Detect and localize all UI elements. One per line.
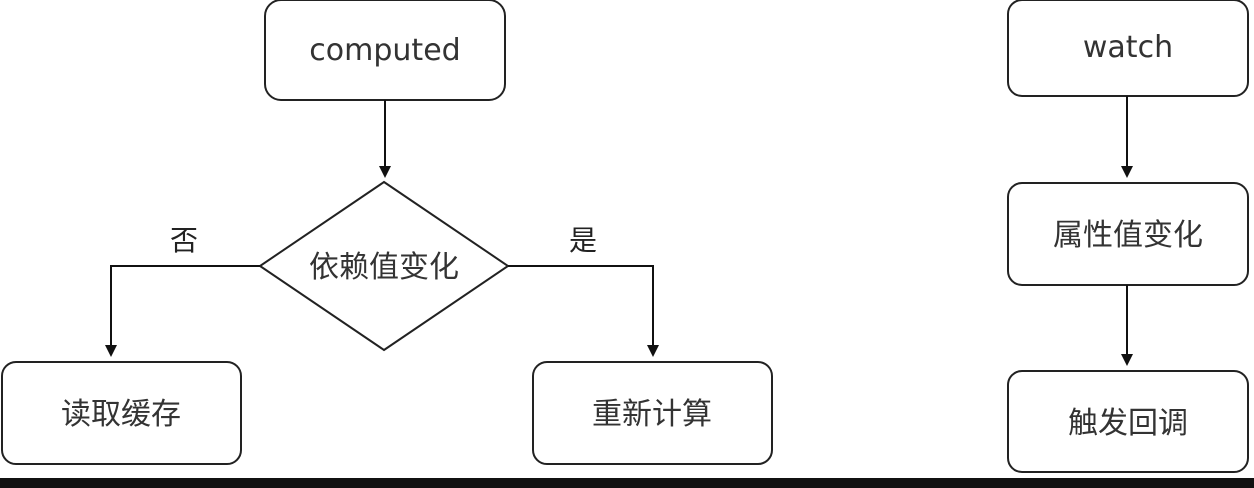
node-trigger-callback: 触发回调	[1007, 370, 1249, 473]
flowchart: computed 依赖值变化 否 是 读取缓存 重新计算 watch 属性值变化	[1, 0, 1249, 473]
node-read-cache-label: 读取缓存	[61, 397, 181, 432]
bottom-dark-bar	[0, 478, 1254, 488]
node-recompute: 重新计算	[532, 361, 773, 465]
node-trigger-callback-label: 触发回调	[1068, 406, 1188, 441]
edge-decision-yes	[508, 265, 659, 357]
node-recompute-label: 重新计算	[592, 397, 712, 432]
node-computed-label: computed	[309, 33, 460, 68]
node-decision-dependency-changed: 依赖值变化	[258, 180, 510, 352]
node-computed: computed	[264, 0, 506, 101]
edge-label-yes: 是	[569, 224, 597, 257]
decision-label: 依赖值变化	[309, 250, 459, 285]
node-watch-label: watch	[1083, 30, 1173, 65]
node-watch: watch	[1007, 0, 1249, 97]
node-property-changed-label: 属性值变化	[1053, 218, 1203, 253]
edge-decision-no	[105, 265, 260, 357]
node-read-cache: 读取缓存	[1, 361, 242, 465]
node-property-changed: 属性值变化	[1007, 182, 1249, 286]
edge-label-no: 否	[170, 224, 198, 257]
